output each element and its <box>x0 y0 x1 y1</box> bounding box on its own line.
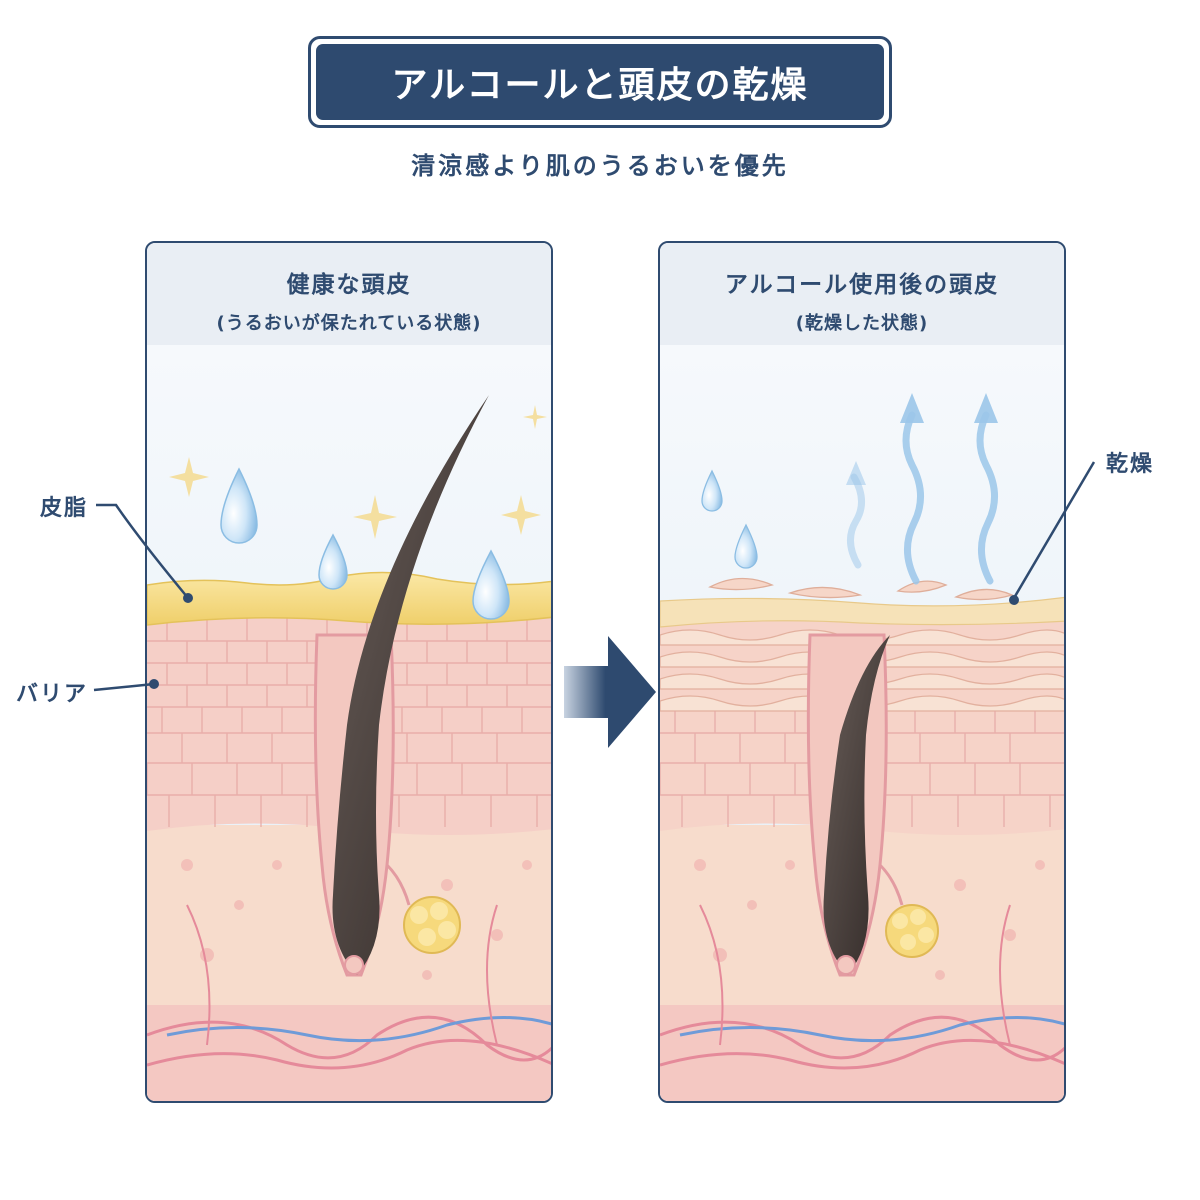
hair-strand <box>332 395 489 975</box>
hair-strand <box>823 635 890 975</box>
sparkle-icons <box>169 405 547 539</box>
dry-scalp-panel: アルコール使用後の頭皮 (乾燥した状態) <box>658 241 1066 1103</box>
thin-sebum-layer <box>660 596 1064 628</box>
flaking-skin <box>708 577 1014 601</box>
water-droplets <box>701 469 758 569</box>
page-title: アルコールと頭皮の乾燥 <box>316 44 884 120</box>
transition-arrow-icon <box>564 636 656 748</box>
dry-panel-caption: (乾燥した状態) <box>795 313 929 334</box>
dry-panel-header: アルコール使用後の頭皮 (乾燥した状態) <box>660 243 1064 345</box>
healthy-panel-title: 健康な頭皮 <box>286 272 412 298</box>
blood-vessels <box>660 904 1064 1070</box>
sebaceous-gland <box>403 896 461 954</box>
dryness-label: 乾燥 <box>1106 452 1155 477</box>
healthy-panel-caption: (うるおいが保たれている状態) <box>216 313 482 334</box>
healthy-scalp-panel: 健康な頭皮 (うるおいが保たれている状態) <box>145 241 553 1103</box>
dry-panel-title: アルコール使用後の頭皮 <box>724 272 1000 298</box>
dry-scalp-illustration <box>660 345 1064 1101</box>
water-droplets <box>220 467 510 620</box>
evaporation-arrow-icons <box>847 411 998 585</box>
sebaceous-gland <box>885 904 939 958</box>
barrier-label: バリア <box>16 682 89 707</box>
blood-vessels <box>147 904 551 1070</box>
healthy-scalp-illustration <box>147 345 551 1101</box>
sebum-label: 皮脂 <box>40 496 89 521</box>
healthy-panel-header: 健康な頭皮 (うるおいが保たれている状態) <box>147 243 551 345</box>
title-frame: アルコールと頭皮の乾燥 <box>308 36 892 128</box>
page-subtitle: 清涼感より肌のうるおいを優先 <box>411 152 789 180</box>
